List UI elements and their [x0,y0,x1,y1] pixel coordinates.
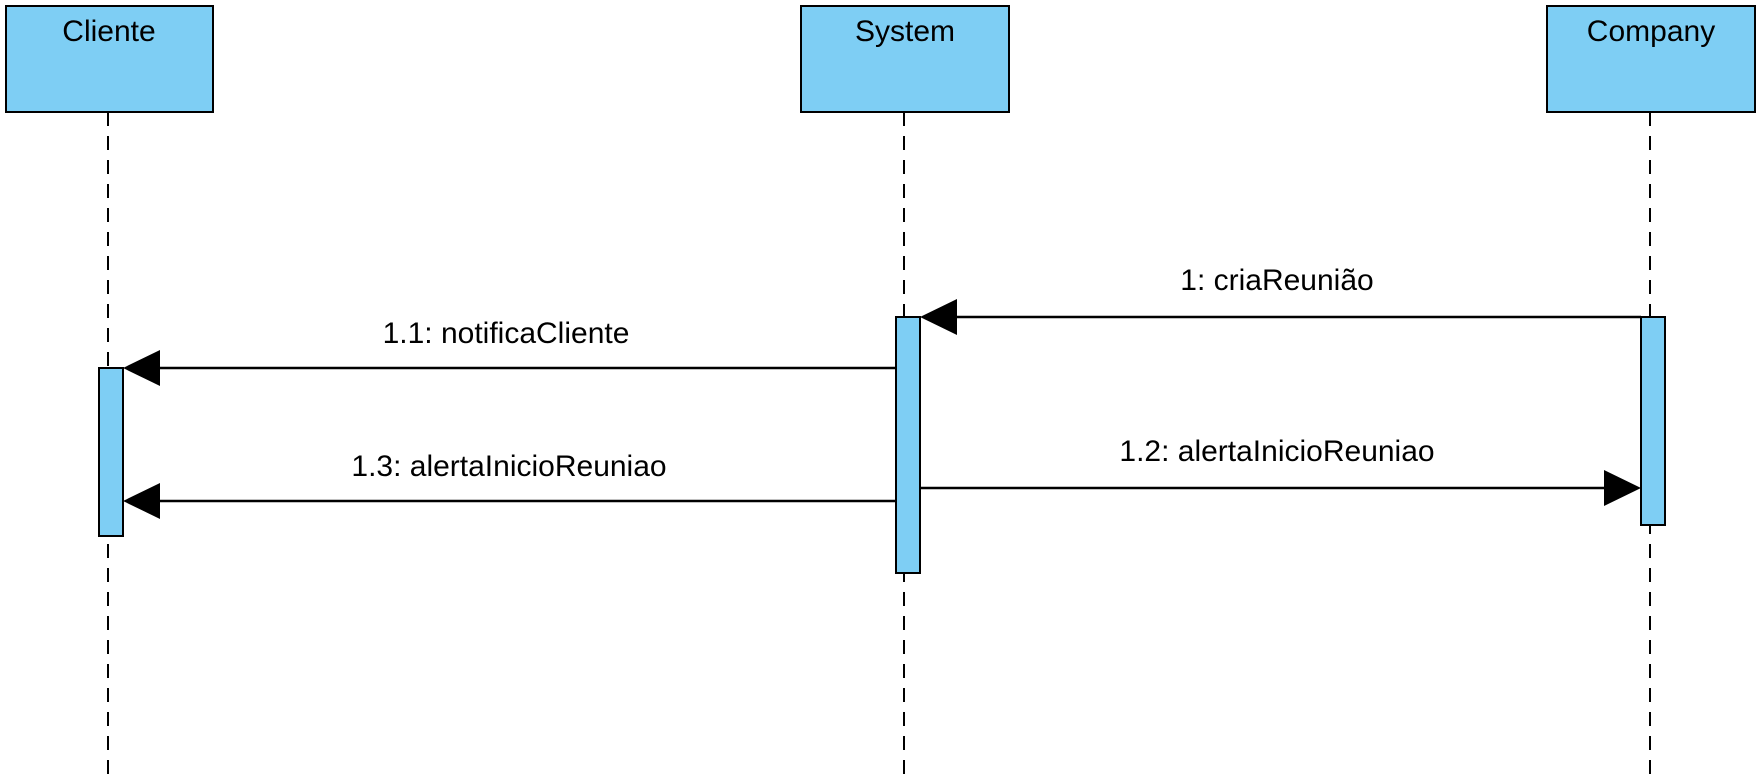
message-alerta-inicio-reuniao-cliente[interactable]: 1.3: alertaInicioReuniao [123,450,896,519]
lifeline-company: Company [1546,5,1756,775]
arrowhead-left-icon [920,299,957,335]
message-notifica-cliente[interactable]: 1.1: notificaCliente [123,317,896,386]
message-label: 1.2: alertaInicioReuniao [1119,435,1434,468]
lifeline-company-title: Company [1587,15,1715,48]
activation-bar-company [1640,316,1666,526]
message-cria-reuniao[interactable]: 1: criaReunião [920,264,1641,335]
lifeline-company-box[interactable] [1546,5,1756,113]
arrowhead-left-icon [123,483,160,519]
message-alerta-inicio-reuniao-company[interactable]: 1.2: alertaInicioReuniao [920,435,1641,506]
arrowhead-right-icon [1604,470,1641,506]
lifeline-cliente: Cliente [5,5,214,775]
activation-bar-system [895,316,921,574]
lifeline-system: System [800,5,1010,775]
arrowhead-left-icon [123,350,160,386]
lifeline-cliente-title: Cliente [62,15,155,48]
message-label: 1.1: notificaCliente [383,317,630,350]
message-label: 1.3: alertaInicioReuniao [351,450,666,483]
lifeline-system-box[interactable] [800,5,1010,113]
activation-bar-cliente [98,367,124,537]
message-label: 1: criaReunião [1180,264,1373,297]
lifeline-system-title: System [855,15,955,48]
lifeline-cliente-box[interactable] [5,5,214,113]
